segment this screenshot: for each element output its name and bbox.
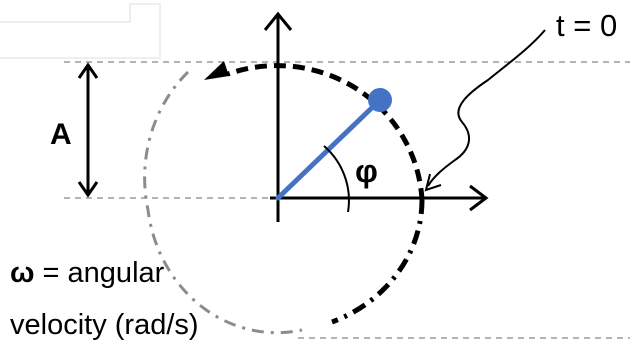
t0-pointer-arrow-icon bbox=[424, 173, 442, 192]
phasor-arm bbox=[275, 97, 383, 201]
reference-lines bbox=[64, 61, 630, 339]
phase-label: φ bbox=[355, 153, 378, 189]
start-time-label: t = 0 bbox=[556, 8, 617, 43]
axes bbox=[263, 11, 489, 222]
omega-caption-text: = angular bbox=[35, 257, 165, 289]
t0-pointer-line bbox=[427, 29, 546, 187]
phasor-tip-marker bbox=[368, 88, 392, 112]
corner-frame-line bbox=[0, 3, 161, 59]
horizontal-axis-arrow-icon bbox=[469, 184, 489, 212]
orbit-faint-arc bbox=[143, 70, 303, 335]
amplitude-label: A bbox=[50, 118, 72, 151]
amplitude-arrow-top-icon bbox=[77, 62, 99, 79]
amplitude-arrow bbox=[77, 62, 99, 198]
orbit-dashed-arc bbox=[227, 63, 425, 201]
amplitude-arrow-bottom-icon bbox=[77, 181, 99, 198]
vertical-axis-arrow-icon bbox=[263, 11, 293, 31]
omega-symbol: ω bbox=[10, 257, 35, 289]
phase-angle-arc bbox=[323, 145, 350, 213]
omega-caption-line2: velocity (rad/s) bbox=[10, 309, 199, 341]
orbit-dashed-arc-lower bbox=[331, 199, 425, 325]
rotation-arrowhead-icon bbox=[204, 61, 229, 80]
omega-caption-line1: ω = angular bbox=[10, 257, 165, 289]
corner-frame bbox=[0, 3, 161, 59]
